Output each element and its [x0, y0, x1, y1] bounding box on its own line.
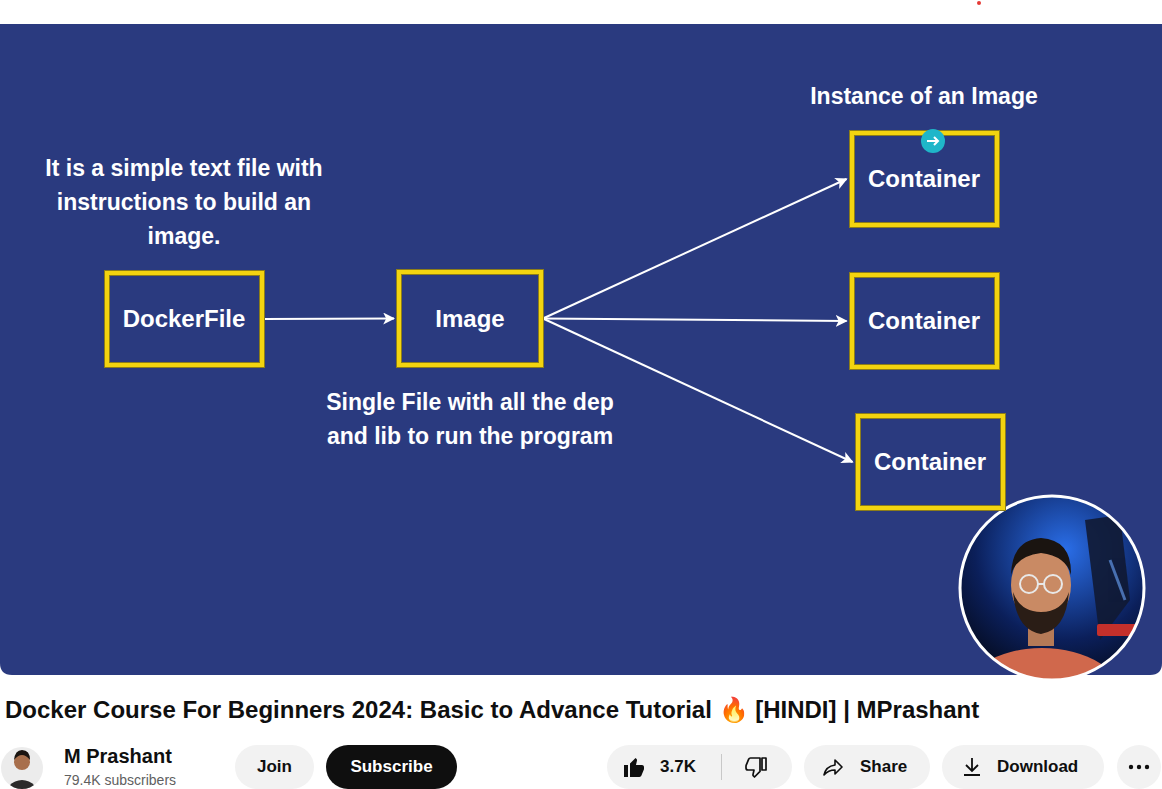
- process-box: ImageSingle File with all the dep and li…: [397, 270, 543, 367]
- button-label: Subscribe: [350, 756, 432, 778]
- divider: [721, 754, 723, 780]
- box-label: Image: [435, 304, 504, 334]
- button-label: 3.7K: [660, 756, 696, 778]
- more-button: [1117, 745, 1161, 789]
- top-bar: [0, 0, 1162, 24]
- box-label: Container: [868, 164, 980, 194]
- button-label: Share: [860, 756, 907, 778]
- process-box: Instance of an ImageContainer: [850, 131, 999, 227]
- button-label: Join: [257, 756, 292, 778]
- box-caption: It is a simple text file with instructio…: [42, 151, 327, 253]
- join-button: Join: [235, 745, 314, 789]
- arrow-connector: [264, 318, 395, 321]
- arrow-connector: [543, 179, 847, 319]
- like-button: 3.7K: [607, 745, 792, 789]
- box-caption: Instance of an Image: [774, 79, 1074, 113]
- download-button: Download: [942, 745, 1104, 789]
- channel-name: M Prashant: [64, 744, 172, 768]
- cursor-marker: [921, 129, 945, 153]
- share-icon: [820, 755, 846, 779]
- button-label: Download: [997, 756, 1078, 778]
- channel-avatar: [1, 747, 43, 789]
- subscribe-button: Subscribe: [326, 745, 457, 789]
- webcam-overlay: [955, 490, 1155, 752]
- dislike-icon: [744, 756, 768, 780]
- box-label: Container: [874, 447, 986, 477]
- box-caption: Single File with all the dep and lib to …: [325, 385, 615, 453]
- like-icon: [622, 755, 646, 779]
- process-box: It is a simple text file with instructio…: [105, 271, 264, 367]
- process-box: Container: [856, 414, 1005, 510]
- box-label: Container: [868, 306, 980, 336]
- video-title: Docker Course For Beginners 2024: Basic …: [5, 695, 979, 725]
- box-label: DockerFile: [123, 304, 246, 334]
- download-icon: [960, 755, 984, 779]
- status-dot: [977, 1, 981, 5]
- share-button: Share: [804, 745, 930, 789]
- subscriber-count: 79.4K subscribers: [64, 772, 176, 788]
- process-box: Container: [850, 273, 999, 369]
- arrow-connector: [543, 319, 847, 322]
